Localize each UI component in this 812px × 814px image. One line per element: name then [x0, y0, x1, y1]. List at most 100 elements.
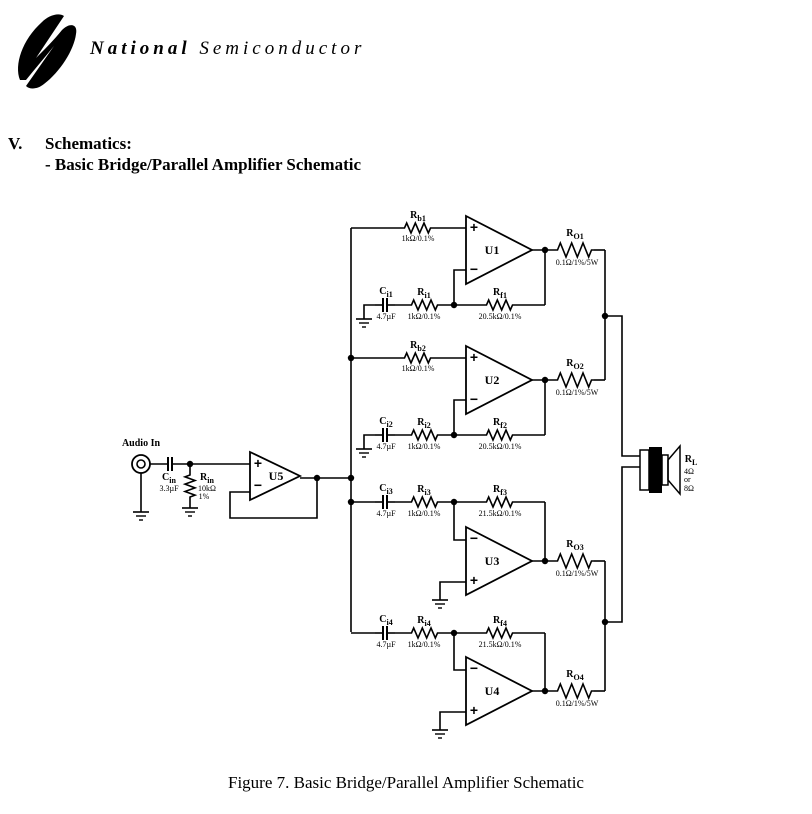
ri1-label: Ri1 — [417, 287, 430, 300]
resistor-rb2 — [395, 350, 440, 366]
ro3-label: RO3 — [566, 539, 583, 552]
plus-input-sign: + — [470, 702, 478, 718]
ro2-value: 0.1Ω/1%/5W — [556, 388, 599, 397]
ri3-label: Ri3 — [417, 484, 430, 497]
ci1-value: 4.7µF — [376, 312, 396, 321]
rl-value-4ohm: 4Ω — [684, 467, 694, 476]
opamp-u5-label: U5 — [269, 469, 284, 483]
ro1-label: RO1 — [566, 228, 583, 241]
minus-input-sign: − — [470, 530, 478, 546]
figure-caption: Figure 7. Basic Bridge/Parallel Amplifie… — [228, 773, 584, 792]
ro2-label: RO2 — [566, 358, 583, 371]
resistor-rf3 — [454, 494, 545, 510]
rf2-value: 20.5kΩ/0.1% — [479, 442, 522, 451]
ri4-label: Ri4 — [417, 615, 430, 628]
rin-tolerance: 1% — [199, 492, 210, 501]
resistor-ri1 — [395, 297, 454, 313]
ci2-value: 4.7µF — [376, 442, 396, 451]
ri2-label: Ri2 — [417, 417, 430, 430]
plus-input-sign: + — [470, 349, 478, 365]
rl-value-8ohm: 8Ω — [684, 484, 694, 493]
rb2-value: 1kΩ/0.1% — [402, 364, 435, 373]
resistor-rb1 — [395, 220, 440, 236]
resistor-ro4 — [555, 681, 594, 701]
ci4-label: Ci4 — [379, 614, 392, 627]
rf1-label: Rf1 — [493, 287, 507, 300]
opamp-u3-label: U3 — [485, 554, 500, 568]
minus-input-sign: − — [254, 477, 262, 493]
resistor-ro2 — [555, 370, 594, 390]
opamp-u3 — [465, 525, 534, 597]
junction-dot — [541, 376, 549, 384]
rf1-value: 20.5kΩ/0.1% — [479, 312, 522, 321]
wire — [453, 502, 466, 541]
audio-in-jack — [136, 459, 146, 469]
resistor-rf4 — [454, 625, 545, 641]
rb1-label: Rb1 — [410, 210, 426, 223]
plus-input-sign: + — [470, 219, 478, 235]
ci3-value: 4.7µF — [376, 509, 396, 518]
resistor-ri4 — [395, 625, 454, 641]
rl-value-or: or — [684, 475, 691, 484]
plus-input-sign: + — [470, 572, 478, 588]
resistor-ro1 — [555, 240, 594, 260]
brand-rest: Semiconductor — [199, 38, 366, 59]
rb1-value: 1kΩ/0.1% — [402, 234, 435, 243]
wire — [439, 581, 466, 600]
section-heading: V. Schematics: — [8, 134, 132, 154]
resistor-ri3 — [395, 494, 454, 510]
speaker-icon — [661, 454, 669, 486]
section-number: V. — [8, 134, 23, 153]
cin-value: 3.3µF — [159, 484, 179, 493]
opamp-u4 — [465, 655, 534, 727]
opamp-u4-label: U4 — [485, 684, 500, 698]
ro4-value: 0.1Ω/1%/5W — [556, 699, 599, 708]
wire — [605, 466, 640, 623]
plus-input-sign: + — [254, 455, 262, 471]
wire — [453, 269, 466, 305]
ci1-label: Ci1 — [379, 286, 392, 299]
opamp-u1-label: U1 — [485, 243, 500, 257]
speaker-icon — [649, 447, 662, 493]
wire — [229, 478, 318, 519]
resistor-rf1 — [454, 297, 545, 313]
minus-input-sign: − — [470, 391, 478, 407]
brand-name: National Semiconductor — [90, 38, 365, 60]
wire — [439, 711, 466, 730]
wire — [453, 633, 466, 671]
ci3-label: Ci3 — [379, 483, 392, 496]
ro4-label: RO4 — [566, 669, 583, 682]
section-title: Schematics: — [45, 134, 132, 153]
speaker-icon — [667, 443, 681, 497]
rf4-label: Rf4 — [493, 615, 507, 628]
wire — [363, 304, 375, 319]
brand-bold: National — [90, 38, 191, 59]
resistor-rf2 — [454, 427, 545, 443]
resistor-ro3 — [555, 551, 594, 571]
rf2-label: Rf2 — [493, 417, 507, 430]
ro1-value: 0.1Ω/1%/5W — [556, 258, 599, 267]
opamp-u2 — [465, 344, 534, 416]
rin-value: 10kΩ — [198, 484, 216, 493]
national-semiconductor-logo — [18, 14, 77, 89]
opamp-u2-label: U2 — [485, 373, 500, 387]
junction-dot — [541, 687, 549, 695]
rb2-label: Rb2 — [410, 340, 426, 353]
ri3-value: 1kΩ/0.1% — [408, 509, 441, 518]
ri4-value: 1kΩ/0.1% — [408, 640, 441, 649]
wire — [453, 399, 466, 435]
ro3-value: 0.1Ω/1%/5W — [556, 569, 599, 578]
input-resistor-rin — [182, 464, 198, 508]
audio-in-label: Audio In — [122, 438, 161, 449]
rf3-label: Rf3 — [493, 484, 507, 497]
subsection-heading: - Basic Bridge/Parallel Amplifier Schema… — [45, 155, 362, 174]
opamp-u1 — [465, 214, 534, 286]
rl-label: RL — [685, 454, 698, 467]
wire — [363, 434, 375, 449]
cin-label: Cin — [162, 472, 176, 485]
resistor-ri2 — [395, 427, 454, 443]
opamp-u5 — [249, 450, 303, 502]
audio-in-jack — [131, 454, 151, 474]
ci4-value: 4.7µF — [376, 640, 396, 649]
